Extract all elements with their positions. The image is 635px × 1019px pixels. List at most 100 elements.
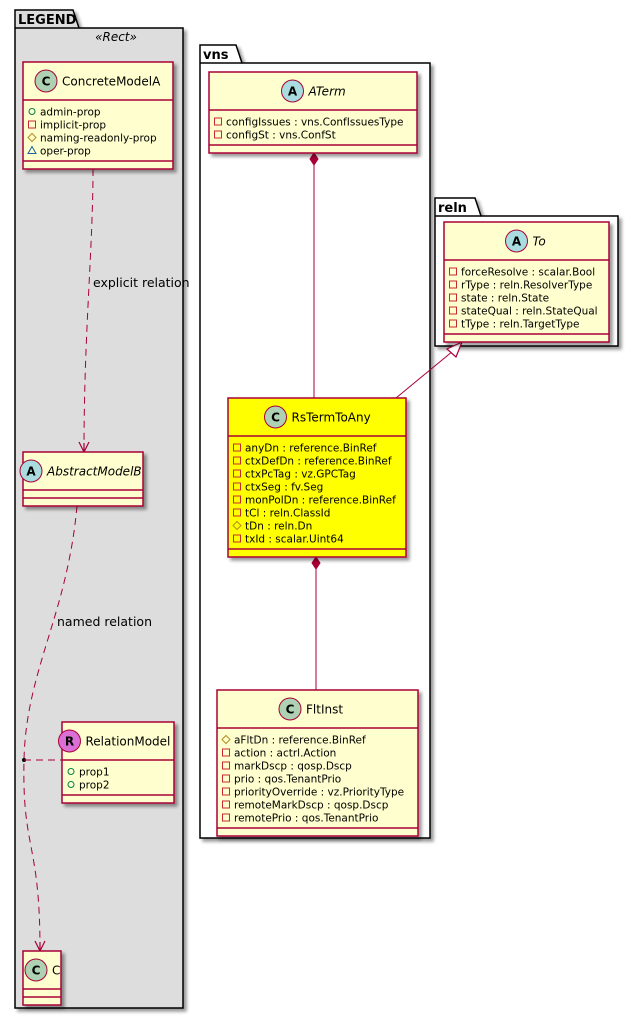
- private-visibility-icon: [233, 508, 241, 517]
- class-box: [208, 71, 418, 154]
- class-name: FltInst: [306, 703, 343, 717]
- class-name: AbstractModelB: [46, 465, 142, 479]
- class-box: [216, 689, 419, 837]
- inheritance-arrow-icon: [445, 340, 464, 359]
- private-visibility-icon: [233, 456, 241, 465]
- edge-line: [395, 350, 454, 399]
- abstract-badge-icon: A: [19, 459, 43, 483]
- private-visibility-icon: [449, 319, 457, 328]
- svg-text:A: A: [26, 465, 36, 479]
- class-attribute: anyDn : reference.BinRef: [245, 443, 377, 455]
- class-badge-icon: C: [24, 958, 48, 982]
- class-name: C: [52, 964, 60, 978]
- svg-text:C: C: [271, 411, 280, 425]
- abstract-badge-icon: A: [281, 79, 304, 103]
- relation-badge-icon: R: [58, 729, 81, 753]
- relation-aterm-to-rs-term-to-any[interactable]: [309, 152, 319, 398]
- private-visibility-icon: [233, 495, 241, 504]
- private-visibility-icon: [449, 293, 457, 302]
- protected-visibility-icon: [27, 132, 37, 143]
- class-attribute: ctxPcTag : vz.GPCTag: [245, 469, 356, 481]
- package-stereotype: «Rect»: [95, 30, 137, 44]
- class-attribute: configIssues : vns.ConfIssuesType: [226, 117, 404, 129]
- class-attribute: naming-readonly-prop: [40, 133, 157, 145]
- relation-rs-term-to-any-to-flt-inst[interactable]: [311, 556, 321, 690]
- svg-text:C: C: [286, 703, 295, 717]
- protected-visibility-icon: [232, 520, 242, 531]
- svg-text:C: C: [32, 964, 41, 978]
- private-visibility-icon: [449, 267, 457, 276]
- class-aterm[interactable]: A ATerm configIssues : vns.ConfIssuesTypec…: [208, 71, 418, 154]
- class-concrete-model-a[interactable]: C ConcreteModelA admin-propimplicit-propna…: [22, 61, 174, 170]
- class-name: To: [533, 235, 546, 249]
- class-attribute: monPolDn : reference.BinRef: [245, 495, 396, 507]
- class-attribute: remoteMarkDscp : qosp.Dscp: [234, 800, 389, 812]
- class-badge-icon: C: [34, 69, 58, 93]
- edge-label: named relation: [57, 614, 152, 629]
- class-attribute: prop2: [79, 780, 110, 792]
- relation-rs-term-to-any-to-to[interactable]: [395, 340, 464, 399]
- class-attribute: stateQual : reln.StateQual: [461, 306, 598, 318]
- class-name: RsTermToAny: [292, 411, 371, 425]
- class-badge-icon: C: [278, 697, 302, 721]
- private-visibility-icon: [233, 469, 241, 478]
- edge-label: explicit relation: [93, 275, 190, 290]
- class-flt-inst[interactable]: C FltInst aFltDn : reference.BinRefaction …: [216, 689, 419, 837]
- public-visibility-icon: [67, 781, 75, 788]
- package-name: reln: [438, 201, 467, 216]
- private-visibility-icon: [233, 443, 241, 452]
- class-attribute: prio : qos.TenantPrio: [234, 774, 341, 786]
- private-visibility-icon: [222, 748, 230, 757]
- class-rs-term-to-any[interactable]: C RsTermToAny anyDn : reference.BinRefctxD…: [227, 397, 407, 558]
- class-attribute: priorityOverride : vz.PriorityType: [234, 787, 404, 799]
- private-visibility-icon: [28, 120, 36, 129]
- class-attribute: prop1: [79, 767, 110, 779]
- class-attribute: txId : scalar.Uint64: [245, 534, 344, 546]
- class-attribute: ctxDefDn : reference.BinRef: [245, 456, 392, 468]
- class-attribute: tCl : reln.ClassId: [245, 508, 330, 520]
- class-attribute: action : actrl.Action: [234, 748, 336, 760]
- private-visibility-icon: [449, 306, 457, 315]
- class-attribute: state : reln.State: [461, 293, 549, 305]
- class-attribute: aFltDn : reference.BinRef: [234, 735, 366, 747]
- class-name: ATerm: [308, 85, 346, 99]
- relation-abstract-model-b-to-c[interactable]: named relation: [22, 505, 152, 953]
- package-name: LEGEND: [18, 13, 77, 28]
- class-box: [22, 451, 144, 507]
- private-visibility-icon: [222, 800, 230, 809]
- class-attribute: configSt : vns.ConfSt: [226, 130, 336, 142]
- class-attribute: admin-prop: [40, 107, 101, 119]
- edge-line: [23, 505, 78, 951]
- private-visibility-icon: [214, 117, 222, 126]
- class-abstract-model-b[interactable]: A AbstractModelB: [19, 451, 144, 507]
- abstract-badge-icon: A: [505, 229, 528, 253]
- private-visibility-icon: [222, 761, 230, 770]
- protected-visibility-icon: [221, 734, 231, 745]
- private-visibility-icon: [233, 534, 241, 543]
- private-visibility-icon: [222, 813, 230, 822]
- class-attribute: ctxSeg : fv.Seg: [245, 482, 323, 494]
- svg-text:R: R: [65, 735, 74, 749]
- svg-text:C: C: [42, 75, 51, 89]
- class-name: ConcreteModelA: [62, 75, 161, 89]
- public-visibility-icon: [28, 108, 36, 115]
- class-attribute: remotePrio : qos.TenantPrio: [234, 813, 378, 825]
- package-visibility-icon: [27, 145, 37, 154]
- class-attribute: tType : reln.TargetType: [461, 319, 580, 331]
- class-badge-icon: C: [264, 405, 287, 429]
- private-visibility-icon: [222, 774, 230, 783]
- class-box: [61, 721, 175, 804]
- edge-line: [83, 168, 94, 452]
- class-attribute: implicit-prop: [40, 120, 106, 132]
- class-attribute: markDscp : qosp.Dscp: [234, 761, 352, 773]
- svg-text:A: A: [288, 85, 298, 99]
- private-visibility-icon: [214, 130, 222, 139]
- private-visibility-icon: [449, 280, 457, 289]
- private-visibility-icon: [233, 482, 241, 491]
- class-attribute: oper-prop: [40, 146, 91, 158]
- class-attribute: rType : reln.ResolverType: [461, 280, 592, 292]
- class-name: RelationModel: [86, 735, 171, 749]
